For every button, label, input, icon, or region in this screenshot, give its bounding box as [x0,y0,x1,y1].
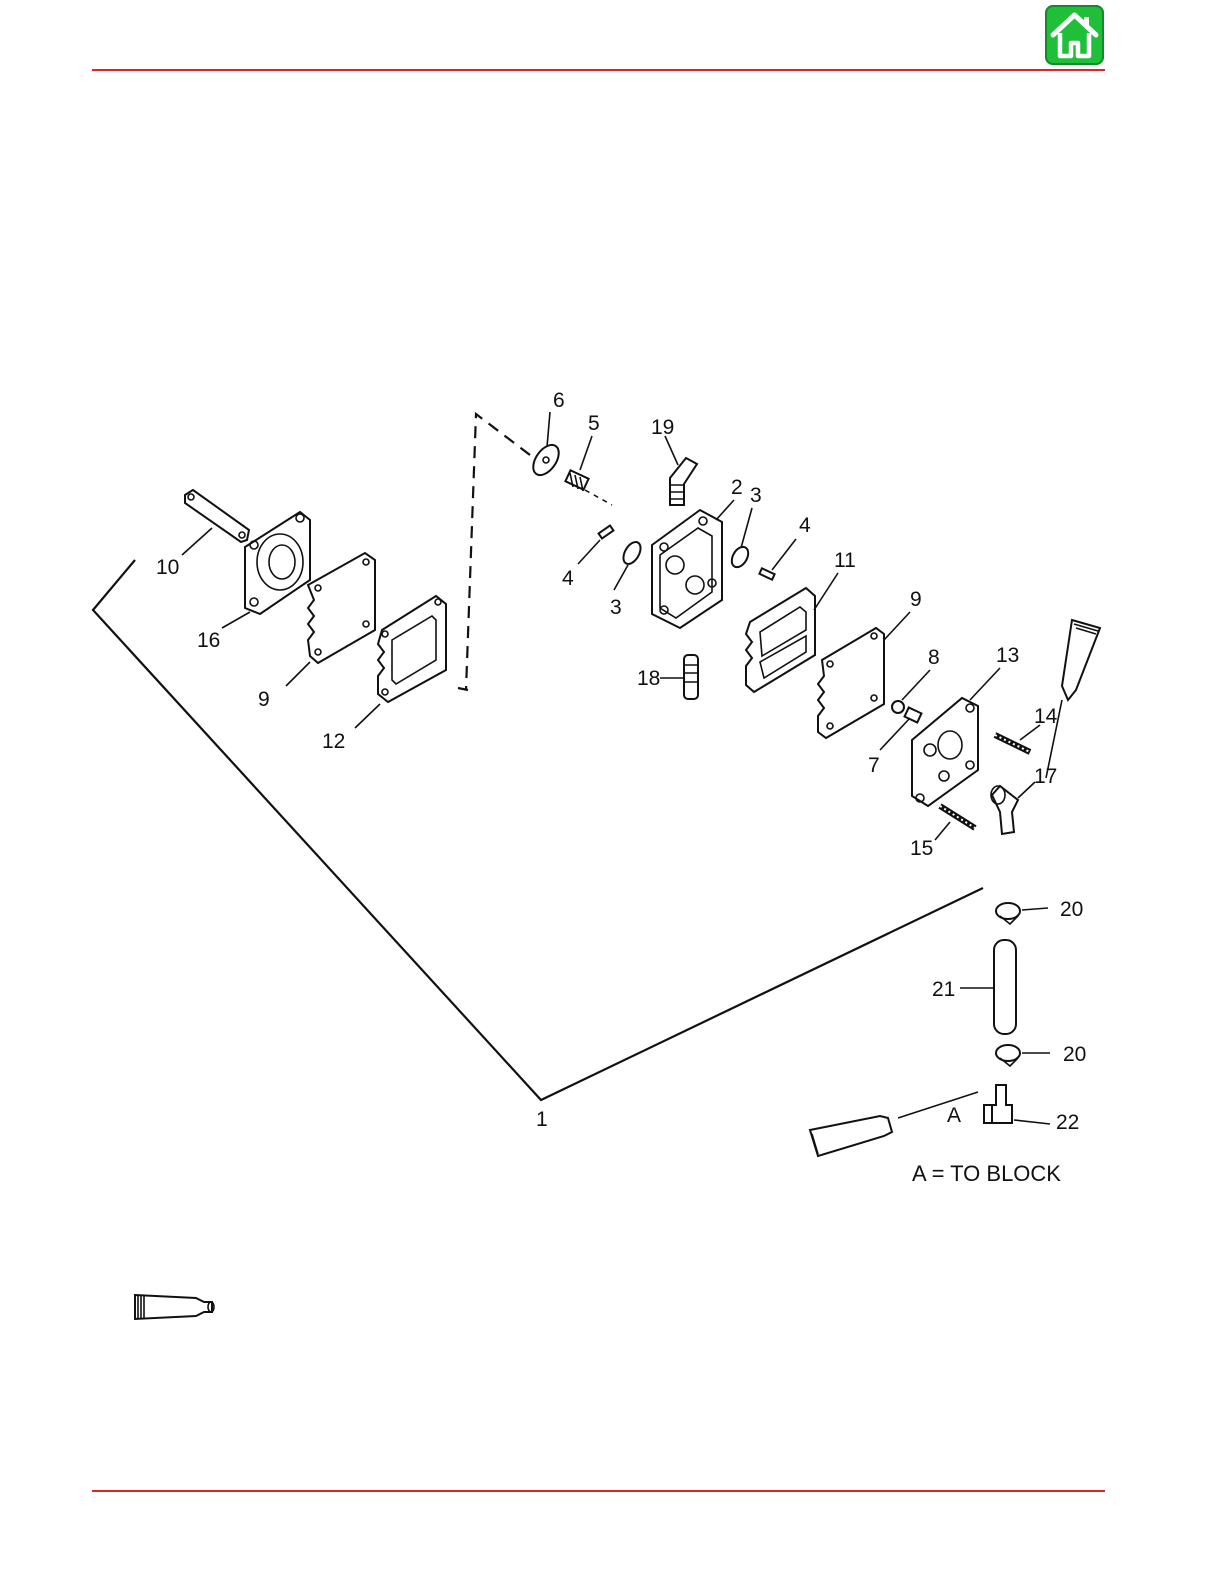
check-valve-disc [528,440,564,479]
callout-3: 3 [750,484,762,507]
screw-upper [995,735,1030,752]
o-ring-left [620,539,644,567]
gasket-right [746,588,815,692]
callout-20: 20 [1060,898,1083,921]
callout-9: 9 [258,688,270,711]
diaphragm-left [308,553,375,663]
hose-clamp-upper [996,903,1020,924]
callout-15: 15 [910,837,933,860]
spring-part [565,470,588,491]
callout-5: 5 [588,412,600,435]
callout-14: 14 [1034,705,1058,728]
pump-body [652,510,722,628]
callout-21: 21 [932,978,955,1001]
callout-8: 8 [928,646,940,669]
callout-7: 7 [868,754,880,777]
callout-4: 4 [799,514,811,537]
callout-20: 20 [1063,1043,1086,1066]
fuel-hose [994,940,1016,1034]
callout-19: 19 [651,416,674,439]
dashed-connector [466,414,530,690]
callout-6: 6 [553,389,565,412]
sealant-tube-icon [135,1295,214,1319]
callout-17: 17 [1034,765,1057,788]
assembly-bracket-line [93,560,983,1100]
link-arm-part [185,490,249,542]
gasket-left [378,596,446,702]
callout-A: A [947,1104,961,1127]
elbow-fitting-top [670,458,697,505]
callout-1: 1 [536,1108,548,1131]
diaphragm-right [818,628,884,738]
elbow-fitting-outlet [991,786,1018,834]
hose-nipple [684,655,698,699]
pump-base-housing [245,512,310,614]
callout-18: 18 [637,667,660,690]
callout-16: 16 [197,629,220,652]
pin-left [599,526,614,539]
callout-10: 10 [156,556,179,579]
hose-clamp-lower [996,1045,1020,1066]
callout-12: 12 [322,730,345,753]
callout-13: 13 [996,644,1019,667]
callout-4: 4 [562,567,574,590]
screw-lower [940,806,975,828]
callout-2: 2 [731,476,743,499]
to-block-note: A = TO BLOCK [912,1161,1061,1186]
callout-22: 22 [1056,1111,1079,1134]
callout-9: 9 [910,588,922,611]
sealant-tube-top [1062,620,1100,700]
callout-11: 11 [834,549,856,572]
callout-3: 3 [610,596,622,619]
sealant-tube-bottom [810,1116,892,1156]
dashed-connector-5 [585,490,612,505]
washer-part [892,701,904,713]
elbow-fitting-block [984,1085,1012,1123]
check-disc-right [728,544,751,570]
